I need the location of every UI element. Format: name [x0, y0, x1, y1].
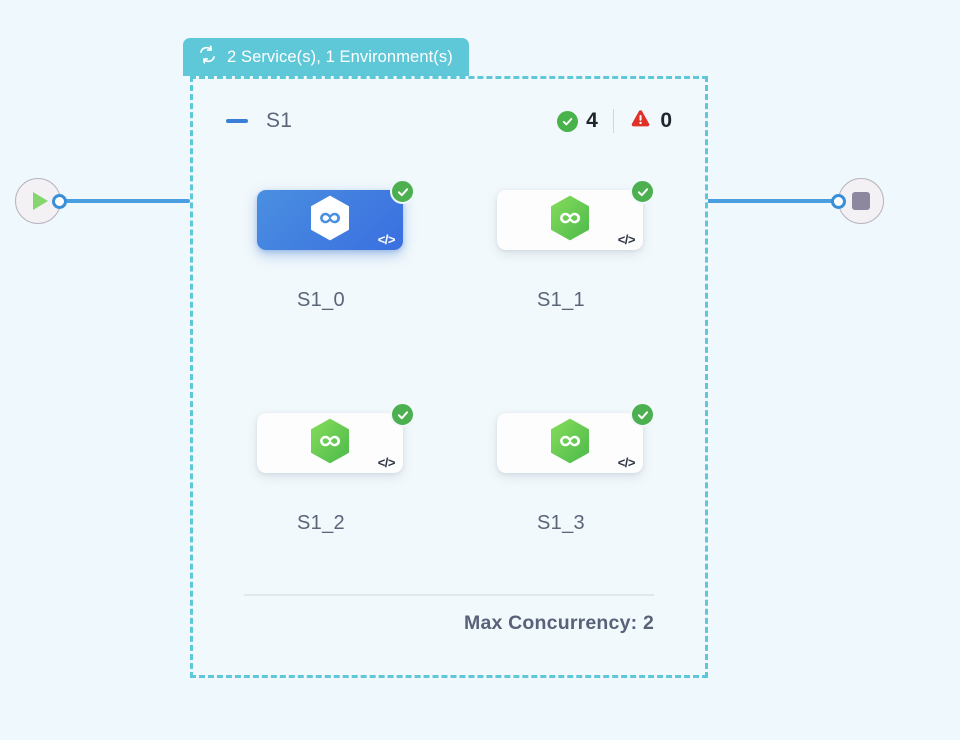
code-icon: </> [617, 232, 636, 247]
check-circle-icon [390, 402, 415, 427]
group-header-tab[interactable]: 2 Service(s), 1 Environment(s) [183, 38, 469, 76]
sync-icon [197, 44, 218, 70]
service-card-s1-0[interactable]: </> [257, 179, 415, 250]
stop-icon [852, 192, 870, 210]
service-label-s1-3: S1_3 [537, 512, 585, 534]
service-label-s1-2: S1_2 [297, 512, 345, 534]
success-stat: 4 [557, 109, 598, 133]
section-header: S1 4 0 [226, 105, 672, 137]
edge-group-to-end [706, 199, 840, 203]
hexagon-infinity-icon [548, 194, 592, 247]
warning-triangle-icon [629, 107, 652, 135]
service-label-s1-1: S1_1 [537, 289, 585, 311]
minus-icon[interactable] [226, 119, 248, 123]
success-count: 4 [586, 109, 598, 132]
hexagon-infinity-icon [308, 194, 352, 247]
service-group-container[interactable] [190, 76, 708, 678]
hexagon-infinity-icon [548, 417, 592, 470]
stat-divider [612, 109, 615, 133]
check-circle-icon [630, 179, 655, 204]
footer-divider [244, 594, 654, 596]
warning-count: 0 [660, 109, 672, 132]
start-node-port[interactable] [52, 194, 67, 209]
check-circle-icon [390, 179, 415, 204]
max-concurrency-label: Max Concurrency: 2 [464, 612, 654, 634]
end-node-port[interactable] [831, 194, 846, 209]
section-stats: 4 0 [557, 107, 672, 135]
service-card-s1-2[interactable]: </> [257, 402, 415, 473]
check-circle-icon [630, 402, 655, 427]
edge-start-to-group [60, 199, 190, 203]
code-icon: </> [617, 455, 636, 470]
code-icon: </> [377, 455, 396, 470]
hexagon-infinity-icon [308, 417, 352, 470]
group-header-label: 2 Service(s), 1 Environment(s) [227, 47, 453, 66]
check-circle-icon [557, 110, 579, 132]
service-label-s1-0: S1_0 [297, 289, 345, 311]
service-card-s1-1[interactable]: </> [497, 179, 655, 250]
service-card-s1-3[interactable]: </> [497, 402, 655, 473]
warning-stat: 0 [629, 107, 672, 135]
section-title: S1 [266, 109, 293, 132]
play-icon [33, 192, 48, 210]
code-icon: </> [377, 232, 396, 247]
